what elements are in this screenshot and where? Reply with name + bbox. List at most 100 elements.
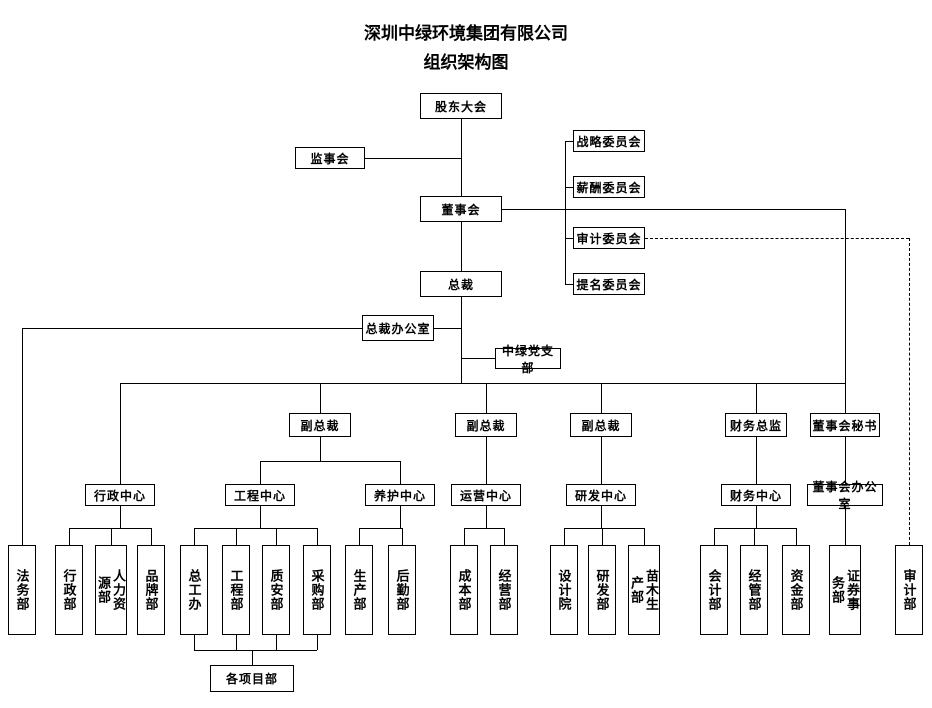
connector (464, 528, 465, 545)
page-title: 深圳中绿环境集团有限公司 组织架构图 (0, 20, 932, 78)
connector (796, 528, 797, 545)
node-vice-president-3: 副总裁 (570, 413, 632, 437)
node-securities-dept: 证券事务部 (829, 545, 861, 635)
connector (486, 383, 487, 413)
connector (565, 238, 573, 239)
connector (194, 528, 317, 529)
node-seedling-dept: 苗木生产部 (628, 545, 660, 635)
node-board-secretary: 董事会秘书 (810, 413, 880, 437)
connector (194, 635, 195, 650)
connector (434, 328, 461, 329)
node-design-institute: 设计院 (550, 545, 578, 635)
connector (111, 528, 112, 545)
connector (359, 528, 360, 545)
connector (151, 528, 152, 545)
connector (194, 650, 317, 651)
node-supervisory-board: 监事会 (295, 147, 365, 169)
connector (601, 506, 602, 528)
node-capital-dept: 资金部 (782, 545, 810, 635)
node-rd-center: 研发中心 (566, 484, 636, 506)
node-cfo: 财务总监 (725, 413, 787, 437)
node-operations-center: 运营中心 (451, 484, 521, 506)
connector (461, 222, 462, 271)
node-cost-dept: 成本部 (450, 545, 478, 635)
connector (400, 461, 401, 484)
connector (756, 437, 757, 484)
connector (504, 528, 505, 545)
connector (365, 158, 461, 159)
node-board-of-directors: 董事会 (420, 196, 502, 222)
connector (564, 528, 565, 545)
node-engineering-dept: 工程部 (222, 545, 250, 635)
connector (756, 506, 757, 528)
node-accounting-dept: 会计部 (700, 545, 728, 635)
connector (845, 506, 846, 545)
node-brand-dept: 品牌部 (137, 545, 165, 635)
node-board-office: 董事会办公室 (807, 480, 883, 511)
connector (359, 528, 402, 529)
connector (22, 328, 23, 545)
connector (120, 383, 845, 384)
connector (400, 506, 401, 528)
node-president: 总裁 (420, 271, 502, 297)
node-strategy-committee: 战略委员会 (573, 130, 645, 152)
node-vice-president-2: 副总裁 (455, 413, 517, 437)
node-maintenance-center: 养护中心 (365, 484, 435, 506)
connector-dashed (909, 238, 910, 545)
node-business-dept: 经营部 (490, 545, 518, 635)
node-vice-president-1: 副总裁 (289, 413, 351, 437)
node-president-office: 总裁办公室 (362, 315, 434, 341)
connector (120, 506, 121, 528)
connector (756, 383, 757, 413)
connector (194, 528, 195, 545)
connector (845, 209, 846, 413)
node-finance-center: 财务中心 (721, 484, 791, 506)
connector (601, 383, 602, 413)
connector (644, 528, 645, 545)
connector (260, 461, 400, 462)
connector (464, 528, 504, 529)
connector (461, 297, 462, 383)
node-chief-engineer-office: 总工办 (180, 545, 208, 635)
connector (601, 437, 602, 484)
connector (565, 187, 573, 188)
connector (486, 506, 487, 528)
node-hr-dept: 人力资源部 (95, 545, 127, 635)
connector (714, 528, 796, 529)
connector (564, 528, 644, 529)
connector (236, 528, 237, 545)
node-audit-dept: 审计部 (895, 545, 923, 635)
connector (317, 528, 318, 545)
connector (69, 528, 151, 529)
connector (402, 528, 403, 545)
node-rd-dept: 研发部 (588, 545, 616, 635)
node-party-branch: 中绿党支部 (495, 344, 561, 375)
connector (714, 528, 715, 545)
node-audit-committee: 审计委员会 (573, 227, 645, 249)
connector (602, 528, 603, 545)
connector (565, 141, 573, 142)
node-logistics-dept: 后勤部 (388, 545, 416, 635)
chart-subtitle: 组织架构图 (423, 52, 509, 72)
node-production-dept: 生产部 (345, 545, 373, 635)
company-name: 深圳中绿环境集团有限公司 (364, 24, 568, 43)
connector (486, 437, 487, 484)
connector (236, 635, 237, 650)
connector (276, 635, 277, 650)
connector (320, 383, 321, 413)
node-quality-safety-dept: 质安部 (262, 545, 290, 635)
node-nomination-committee: 提名委员会 (573, 273, 645, 295)
connector (461, 119, 462, 196)
connector (754, 528, 755, 545)
node-legal-dept: 法务部 (8, 545, 36, 635)
node-admin-dept: 行政部 (55, 545, 83, 635)
connector (120, 383, 121, 484)
node-project-depts: 各项目部 (210, 665, 294, 692)
node-compensation-committee: 薪酬委员会 (573, 176, 645, 198)
connector (252, 650, 253, 665)
node-shareholders-meeting: 股东大会 (420, 93, 502, 119)
node-procurement-dept: 采购部 (303, 545, 331, 635)
connector-dashed (645, 238, 909, 239)
node-admin-center: 行政中心 (85, 484, 155, 506)
